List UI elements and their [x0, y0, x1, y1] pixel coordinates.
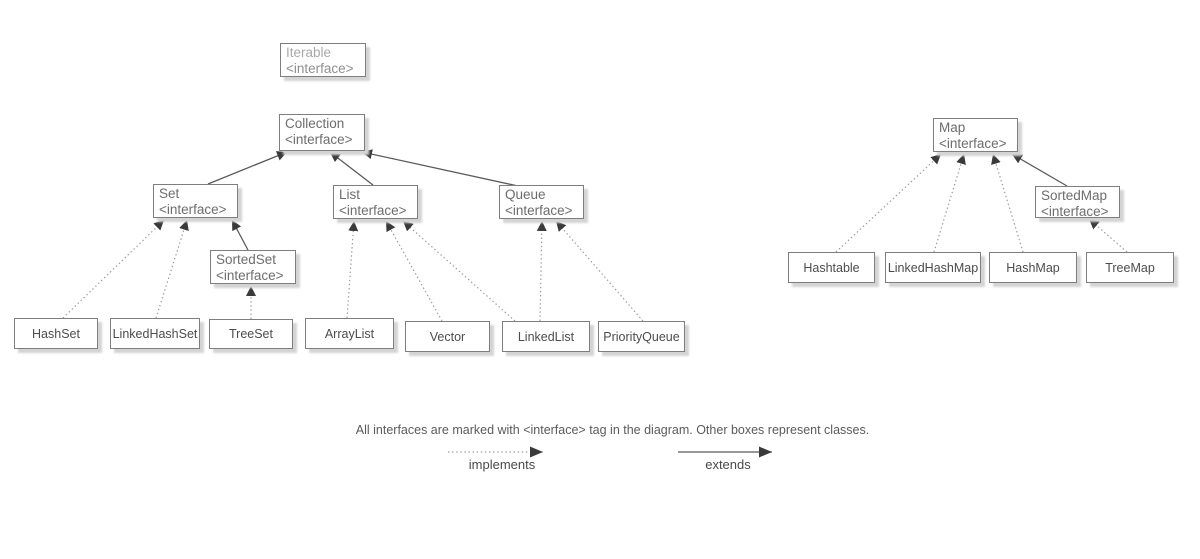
interface-tag: <interface> — [216, 268, 284, 283]
node-label: Queue — [505, 187, 546, 202]
edge-set-collection-extends — [207, 151, 288, 185]
node-label: SortedSet — [216, 252, 277, 267]
node-linkedhashmap: LinkedHashMap — [885, 252, 981, 283]
node-sortedmap: SortedMap<interface> — [1035, 186, 1120, 219]
edge-hashmap-map-implements — [991, 153, 1024, 253]
node-label: LinkedHashSet — [112, 326, 198, 341]
node-label: Map — [939, 120, 966, 135]
edge-linkedhashset-set-implements — [155, 219, 189, 319]
edge-vector-list-implements — [385, 220, 443, 322]
interface-tag: <interface> — [939, 136, 1007, 151]
node-map: Map<interface> — [933, 118, 1018, 152]
edge-linkedlist-list-implements — [402, 220, 516, 322]
legend-note: All interfaces are marked with <interfac… — [355, 423, 870, 437]
node-label: PriorityQueue — [603, 329, 680, 344]
node-linkedlist: LinkedList — [502, 321, 590, 352]
interface-tag: <interface> — [339, 203, 407, 218]
node-hashtable: Hashtable — [788, 252, 875, 283]
node-label: LinkedHashMap — [887, 260, 979, 275]
edge-sortedset-set-extends — [231, 219, 249, 251]
node-label: TreeMap — [1105, 260, 1155, 275]
edge-hashtable-map-implements — [835, 153, 942, 253]
node-label: List — [339, 187, 361, 202]
node-label: HashMap — [1006, 260, 1060, 275]
edge-queue-collection-extends — [361, 149, 519, 187]
interface-tag: <interface> — [159, 202, 227, 217]
node-label: TreeSet — [228, 327, 273, 341]
edge-treemap-sortedmap-implements — [1088, 218, 1128, 253]
node-arraylist: ArrayList — [305, 318, 394, 349]
edge-sortedmap-map-extends — [1011, 153, 1068, 187]
edge-list-collection-extends — [329, 151, 374, 186]
edge-hashset-set-implements — [62, 219, 165, 319]
node-linkedhashset: LinkedHashSet — [110, 318, 200, 349]
legend-implements-label: implements — [468, 457, 536, 472]
node-collection: Collection<interface> — [279, 114, 365, 151]
node-label: Vector — [429, 329, 466, 344]
node-label: Set — [159, 186, 180, 201]
node-queue: Queue<interface> — [499, 185, 584, 219]
node-label: LinkedList — [517, 329, 575, 344]
node-label: Collection — [285, 116, 345, 131]
node-label: Hashtable — [803, 260, 860, 275]
node-iterable: Iterable<interface> — [280, 43, 366, 77]
interface-tag: <interface> — [505, 203, 573, 218]
node-treemap: TreeMap — [1086, 252, 1174, 283]
edge-arraylist-list-implements — [346, 220, 359, 319]
edge-priorityqueue-queue-implements — [555, 220, 644, 322]
node-hashset: HashSet — [14, 318, 98, 349]
node-label: SortedMap — [1041, 188, 1108, 203]
node-list: List<interface> — [333, 185, 418, 219]
node-treeset: TreeSet — [209, 319, 293, 349]
node-priorityqueue: PriorityQueue — [598, 321, 685, 352]
node-hashmap: HashMap — [989, 252, 1077, 283]
node-label: HashSet — [32, 326, 80, 341]
legend-extends-label: extends — [705, 457, 751, 472]
node-vector: Vector — [405, 321, 490, 352]
interface-tag: <interface> — [286, 61, 354, 76]
node-label: ArrayList — [324, 326, 375, 341]
edge-linkedhashmap-map-implements — [933, 153, 966, 253]
node-label: Iterable — [286, 45, 332, 60]
interface-tag: <interface> — [1041, 204, 1109, 219]
interface-tag: <interface> — [285, 132, 353, 147]
node-sortedset: SortedSet<interface> — [210, 250, 296, 284]
node-set: Set<interface> — [153, 184, 238, 218]
edge-linkedlist-queue-implements — [536, 220, 547, 322]
